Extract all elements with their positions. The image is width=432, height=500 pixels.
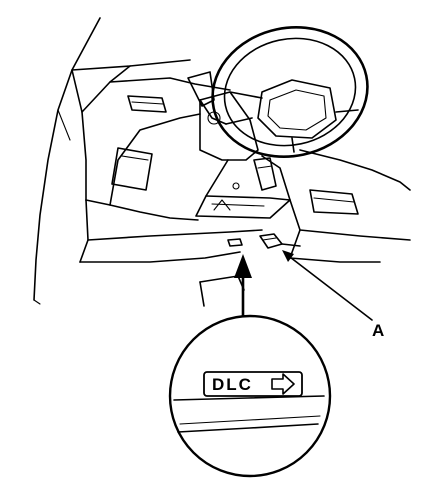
- right-lower-dash: [289, 189, 411, 263]
- left-air-vent: [127, 95, 167, 113]
- steering-column: [187, 71, 259, 161]
- right-arrow-outline-icon: [271, 373, 295, 395]
- dlc-label-box: [203, 371, 303, 397]
- dlc-label: DLC: [212, 375, 253, 394]
- column-cover: [195, 155, 291, 219]
- lower-dash-panel: [79, 113, 263, 263]
- steering-wheel: [211, 26, 369, 158]
- magnified-detail: [168, 314, 332, 478]
- dashboard-top: [71, 59, 411, 191]
- dlc-connector: [227, 233, 301, 249]
- callout-leader-a: [282, 250, 373, 321]
- a-pillar: [33, 17, 101, 301]
- floor-area: [33, 275, 245, 307]
- callout-label-a: A: [372, 321, 384, 340]
